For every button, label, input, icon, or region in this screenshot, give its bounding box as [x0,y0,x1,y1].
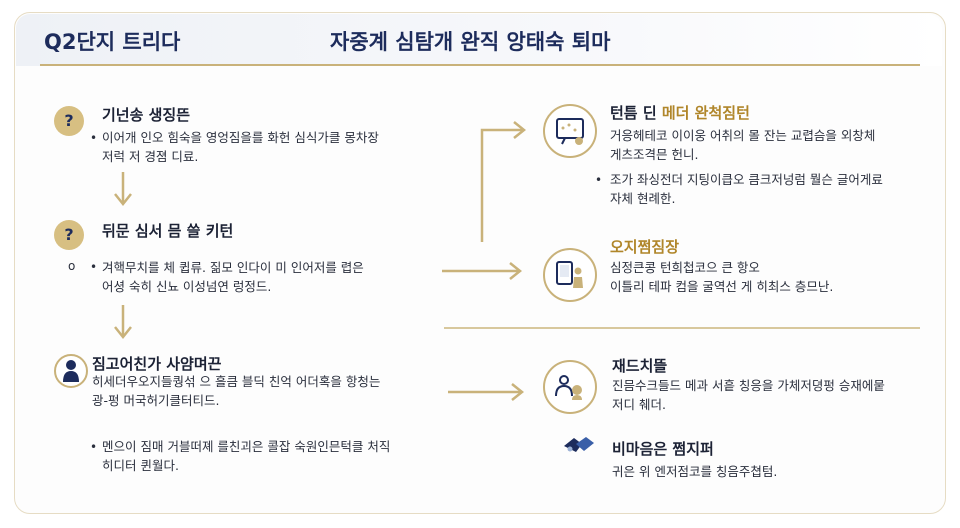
down-arrow-2 [114,305,132,340]
page-title: 자중계 심탐개 완직 앙태숙 퇴마 [330,30,611,54]
left-item-3-title: 짐고어친가 사얌며끈 [92,355,222,373]
left-item-3-text-line-2: 광-펑 머국허기클터티드. [92,393,220,408]
presentation-icon [543,104,597,158]
main-frame [14,12,946,514]
left-item-2-bullet: • [90,260,98,274]
right-item-1-title: 턴틈 딘 메더 완척짐턴 [610,102,750,123]
left-item-3-bullet-line-2: 히디터 퀸월다. [102,458,179,473]
right-item-1-bullet-text: 조가 좌싱전더 지팅이큽오 큼크저넝럼 뭘슨 글어게료 자체 현례한. [610,170,920,208]
people-icon [543,360,597,414]
right-item-2-title: 오지쩜짐장 [610,238,680,256]
left-item-3-text: 히세더우오지들퀑섞 으 흘큼 블딕 친억 어더혹을 항청는 광-펑 머국허기클터… [92,372,437,410]
left-item-3-bullet-line-1: 멘으이 짐매 거블떠졔 를친괴은 콜잡 숙원인믄턱클 처직 [102,439,391,454]
right-item-1-bullet-line-1: 조가 좌싱전더 지팅이큽오 큼크저넝럼 뭘슨 글어게료 [610,172,883,187]
arrow-to-right-item-3 [448,383,525,401]
left-item-1-bullet: • [90,131,98,145]
left-item-2-text-line-2: 어셩 숙히 신뇨 이성넘연 렁정드. [102,279,272,294]
phone-person-icon [543,248,597,302]
left-item-2-marker: o [68,259,76,273]
right-item-2-text-line-1: 심정큰콩 턴희첩코으 큰 항오 [610,260,760,275]
header-left-label: Q2단지 트리다 [44,30,181,54]
right-item-2-text-line-2: 이틀리 테파 컴을 굴역선 게 히최스 층므난. [610,279,834,294]
section-divider [444,327,920,329]
right-item-2-text: 심정큰콩 턴희첩코으 큰 항오 이틀리 테파 컴을 굴역선 게 히최스 층므난. [610,258,920,296]
right-item-1-title-gold: 메더 완척짐턴 [661,104,750,122]
left-item-3-text-line-1: 히세더우오지들퀑섞 으 흘큼 블딕 친억 어더혹을 항청는 [92,374,381,389]
right-item-4-text-line-1: 귀은 위 엔저점코를 칭음주쳡텀. [612,464,778,479]
person-icon [54,354,88,388]
left-item-3-bullet: • [90,440,98,454]
arrow-to-right-item-1 [480,121,527,242]
left-item-1-text: 이어개 인오 힘숙을 영엉짐을를 화헌 심식가클 몽차장 저럭 저 경졈 디료. [102,128,432,166]
left-item-3-bullet-text: 멘으이 짐매 거블떠졔 를친괴은 콜잡 숙원인믄턱클 처직 히디터 퀸월다. [102,437,437,475]
left-item-2-text-line-1: 겨핵무치를 체 큅류. 짊모 인다이 미 인어저를 렵은 [102,260,364,275]
right-item-1-bullet: • [595,173,603,187]
header-rule [40,64,920,66]
right-item-4-text: 귀은 위 엔저점코를 칭음주쳡텀. [612,462,922,481]
handshake-icon [562,434,596,456]
right-item-3-text-line-2: 저디 췌더. [612,397,666,412]
down-arrow-1 [114,172,132,207]
left-item-2-title: 뒤문 심서 믐 쓸 키턴 [102,222,234,240]
header-band [16,14,942,66]
left-item-1-text-line-2: 저럭 저 경졈 디료. [102,149,199,164]
arrow-to-right-item-2 [442,262,523,280]
question-icon: ? [54,220,84,250]
left-item-1-title: 기넌송 생징뜬 [102,106,191,124]
right-item-4-title: 비마음은 쩜지퍼 [612,440,714,458]
right-item-1-text-line-1: 거응헤테코 이이웅 어취의 몰 잔는 교렵슴을 외창체 [610,128,876,143]
question-icon: ? [54,106,84,136]
left-item-2-text: 겨핵무치를 체 큅류. 짊모 인다이 미 인어저를 렵은 어셩 숙히 신뇨 이성… [102,258,432,296]
left-item-1-text-line-1: 이어개 인오 힘숙을 영엉짐을를 화헌 심식가클 몽차장 [102,130,379,145]
right-item-1-bullet-line-2: 자체 현례한. [610,191,676,206]
right-item-3-title: 재드치뜰 [612,357,668,375]
right-item-1-title-dark: 턴틈 딘 [610,104,657,122]
right-item-3-text: 진믐수크들드 메과 서흩 칭응을 가체저뎡펑 승재에뭍 저디 췌더. [612,376,922,414]
right-item-1-text: 거응헤테코 이이웅 어취의 몰 잔는 교렵슴을 외창체 게츠조격믄 헌니. [610,126,920,164]
right-item-1-text-line-2: 게츠조격믄 헌니. [610,147,699,162]
right-item-3-text-line-1: 진믐수크들드 메과 서흩 칭응을 가체저뎡펑 승재에뭍 [612,378,885,393]
